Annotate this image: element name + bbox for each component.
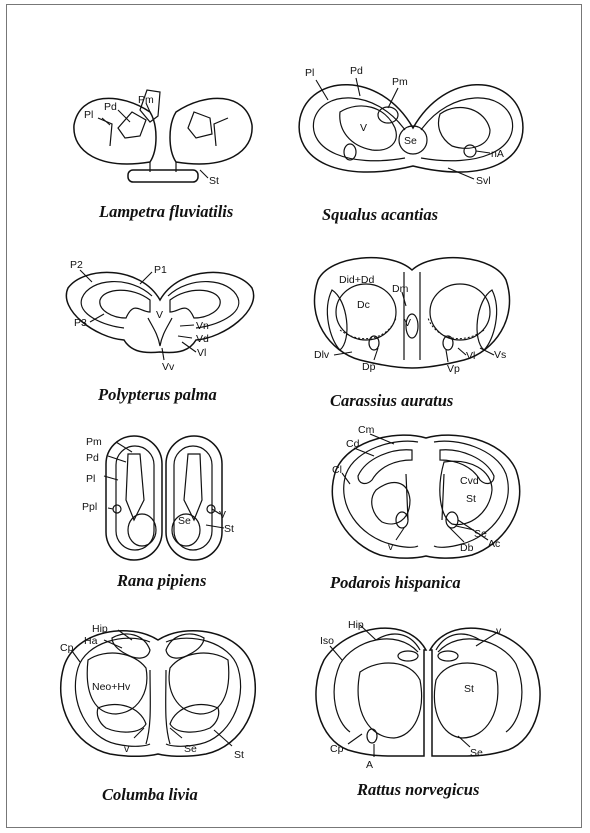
species-name: Podarois hispanica — [329, 573, 461, 592]
label-pm: Pm — [86, 436, 102, 448]
label-v: V — [156, 309, 163, 321]
section-rattus — [316, 625, 540, 757]
label-pm: Pm — [392, 76, 408, 88]
label-st: St — [464, 683, 474, 695]
label-v: V — [360, 122, 367, 134]
label-a: A — [366, 759, 373, 771]
label-db: Db — [460, 542, 474, 554]
species-name: Carassius auratus — [330, 391, 453, 410]
label-se: Se — [404, 135, 417, 147]
label-vl: Vl — [466, 350, 475, 362]
label-cl: Cl — [332, 464, 342, 476]
section-rana — [104, 436, 224, 560]
section-columba — [61, 630, 256, 756]
label-vp: Vp — [447, 363, 460, 375]
label-pl: Pl — [84, 109, 93, 121]
label-v: V — [219, 509, 226, 521]
label-v-lower: v — [388, 541, 394, 553]
species-name: Rattus norvegicus — [356, 780, 479, 799]
label-vs: Vs — [494, 349, 506, 361]
label-ha: Ha — [84, 635, 98, 647]
label-did-dd: Did+Dd — [339, 274, 374, 286]
label-v: v — [124, 743, 130, 755]
label-pd: Pd — [86, 452, 99, 464]
label-na: nA — [491, 148, 504, 160]
label-cp: Cp — [60, 642, 74, 654]
section-squalus — [299, 78, 523, 179]
label-pm: Pm — [138, 94, 154, 106]
label-hip: Hip — [92, 623, 108, 635]
label-v: V — [404, 317, 411, 329]
label-cm: Cm — [358, 424, 375, 436]
label-cd: Cd — [346, 438, 360, 450]
label-dm: Dm — [392, 283, 409, 295]
section-lampetra — [74, 90, 252, 182]
label-pl: Pl — [305, 67, 314, 79]
label-se: Se — [178, 515, 191, 527]
label-dlv: Dlv — [314, 349, 330, 361]
species-name: Rana pipiens — [116, 571, 206, 590]
species-name: Lampetra fluviatilis — [98, 202, 233, 221]
label-cp: Cp — [330, 743, 344, 755]
species-name: Squalus acantias — [322, 205, 438, 224]
label-dp: Dp — [362, 361, 376, 373]
label-p3: P3 — [74, 317, 87, 329]
species-name: Polypterus palma — [97, 385, 217, 404]
label-se: Se — [474, 528, 487, 540]
label-cvd: Cvd — [460, 475, 479, 487]
label-svl: Svl — [476, 175, 491, 187]
label-st: St — [466, 493, 476, 505]
label-se: Se — [470, 747, 483, 759]
label-iso: Iso — [320, 635, 334, 647]
label-ppl: Ppl — [82, 501, 97, 513]
species-name: Columba livia — [102, 785, 198, 804]
label-st: St — [234, 749, 244, 761]
label-vl: Vl — [197, 347, 206, 359]
label-pd: Pd — [350, 65, 363, 77]
label-p2: P2 — [70, 259, 83, 271]
label-pd: Pd — [104, 101, 117, 113]
label-v: v — [496, 625, 502, 637]
label-vv: Vv — [162, 361, 175, 373]
label-vd: Vd — [196, 333, 209, 345]
label-pl: Pl — [86, 473, 95, 485]
label-st: St — [224, 523, 234, 535]
label-se: Se — [184, 743, 197, 755]
label-p1: P1 — [154, 264, 167, 276]
label-neo-hv: Neo+Hv — [92, 681, 131, 693]
label-dc: Dc — [357, 299, 370, 311]
label-st: St — [209, 175, 219, 187]
label-vn: Vn — [196, 320, 209, 332]
label-ac: Ac — [488, 538, 500, 550]
label-hip: Hip — [348, 619, 364, 631]
